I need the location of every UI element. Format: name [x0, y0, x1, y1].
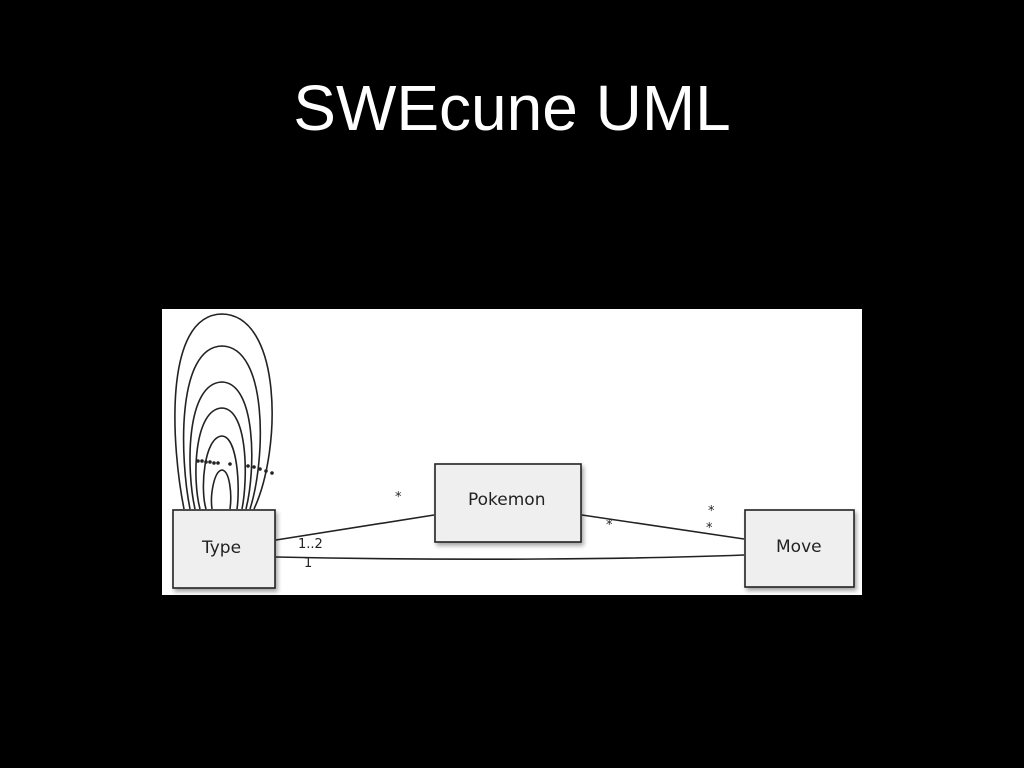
uml-diagram: Type Pokemon Move 1..2 1 * * * * — [162, 309, 862, 595]
move-class-label: Move — [776, 537, 822, 557]
multiplicity-move-upper: * — [708, 504, 715, 519]
move-class-box[interactable]: Move — [744, 509, 855, 588]
slide-title: SWEcune UML — [293, 72, 731, 144]
multiplicity-pokemon-to-move: * — [606, 518, 613, 533]
type-self-loops — [174, 313, 273, 510]
type-class-box[interactable]: Type — [172, 509, 276, 589]
multiplicity-type-to-pokemon: 1..2 — [298, 537, 323, 552]
multiplicity-type-to-move: 1 — [304, 556, 312, 571]
multiplicity-pokemon-near: * — [395, 490, 402, 505]
pokemon-move-association — [581, 514, 745, 540]
association-lines — [275, 514, 745, 560]
pokemon-class-label: Pokemon — [468, 490, 545, 510]
type-self-loop-multiplicities — [196, 459, 274, 475]
type-move-association — [275, 554, 745, 560]
multiplicity-move-lower: * — [706, 521, 713, 536]
type-pokemon-association — [275, 514, 435, 541]
type-class-label: Type — [201, 538, 241, 558]
pokemon-class-box[interactable]: Pokemon — [434, 463, 582, 543]
